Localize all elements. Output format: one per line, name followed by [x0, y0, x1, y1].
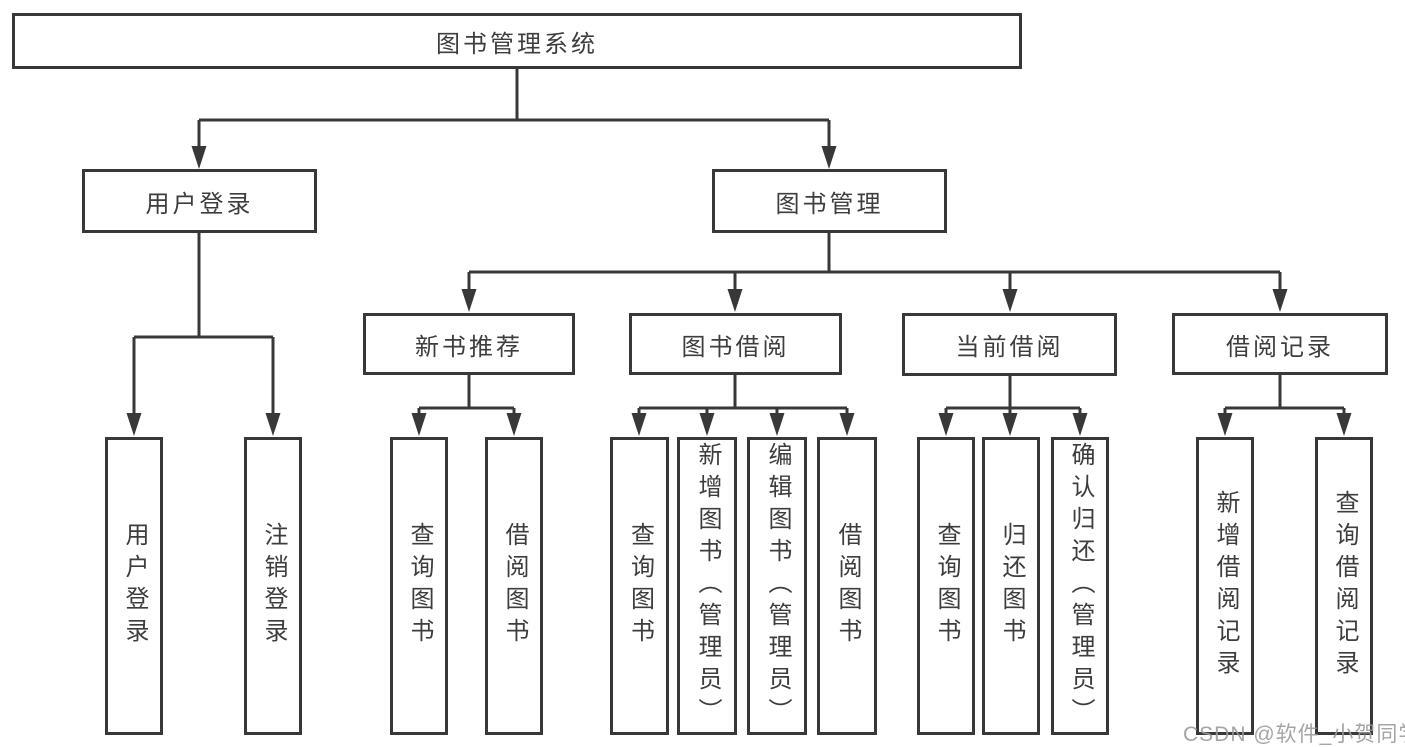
node-new-book-recommendation: 新书推荐: [363, 313, 575, 375]
node-book-borrowing-label: 图书借阅: [681, 333, 790, 361]
node-new-book-recommendation-label: 新书推荐: [415, 333, 523, 361]
leaf-borrow-books-recommend: 借阅图书: [485, 437, 543, 735]
leaf-borrow-books: 借阅图书: [817, 437, 877, 735]
leaf-add-books-admin-label: 新增图书（管理员）: [694, 442, 721, 730]
node-current-borrowing-label: 当前借阅: [955, 334, 1064, 361]
leaf-query-borrow-record: 查询借阅记录: [1315, 437, 1373, 735]
leaf-query-books-recommend-label: 查询图书: [406, 522, 433, 650]
node-book-borrowing: 图书借阅: [629, 313, 842, 375]
node-borrowing-records-label: 借阅记录: [1226, 333, 1334, 361]
connector-new-book: [417, 375, 516, 418]
leaf-confirm-return-admin: 确认归还（管理员）: [1051, 437, 1109, 735]
node-library-system-label: 图书管理系统: [436, 30, 598, 58]
leaf-borrow-books-recommend-label: 借阅图书: [501, 522, 528, 650]
connector-borrowing-records: [1223, 375, 1346, 418]
leaf-confirm-return-admin-label: 确认归还（管理员）: [1067, 442, 1094, 730]
connector-current-borrowing: [944, 376, 1082, 418]
leaf-logout: 注销登录: [244, 437, 302, 735]
leaf-user-login-label: 用户登录: [121, 522, 148, 650]
leaf-query-books-borrow-label: 查询图书: [626, 522, 654, 650]
node-library-system: 图书管理系统: [12, 13, 1022, 69]
node-user-login-label: 用户登录: [145, 190, 254, 218]
leaf-user-login: 用户登录: [105, 437, 163, 735]
connector-book-management: [467, 232, 1282, 293]
node-user-login: 用户登录: [82, 169, 317, 233]
node-borrowing-records: 借阅记录: [1172, 313, 1388, 375]
node-current-borrowing: 当前借阅: [902, 313, 1117, 376]
leaf-query-books-current-label: 查询图书: [933, 522, 960, 650]
connector-user-login: [132, 233, 275, 418]
leaf-add-borrow-record-label: 新增借阅记录: [1212, 490, 1239, 682]
leaf-borrow-books-label: 借阅图书: [834, 522, 861, 650]
leaf-query-borrow-record-label: 查询借阅记录: [1331, 490, 1358, 682]
leaf-edit-books-admin: 编辑图书（管理员）: [747, 437, 807, 735]
connector-root: [197, 69, 831, 150]
watermark: CSDN @软件_小贺同学: [1183, 723, 1405, 746]
node-book-management-label: 图书管理: [775, 190, 884, 218]
leaf-add-books-admin: 新增图书（管理员）: [677, 437, 737, 735]
leaf-logout-label: 注销登录: [260, 522, 287, 650]
leaf-query-books-recommend: 查询图书: [390, 437, 448, 735]
leaf-return-books-label: 归还图书: [998, 522, 1025, 650]
node-book-management: 图书管理: [712, 169, 947, 233]
leaf-add-borrow-record: 新增借阅记录: [1196, 437, 1254, 735]
leaf-return-books: 归还图书: [982, 437, 1040, 735]
connector-book-borrowing: [637, 375, 849, 418]
leaf-query-books-borrow: 查询图书: [610, 437, 669, 735]
leaf-edit-books-admin-label: 编辑图书（管理员）: [764, 442, 791, 730]
leaf-query-books-current: 查询图书: [917, 437, 975, 735]
